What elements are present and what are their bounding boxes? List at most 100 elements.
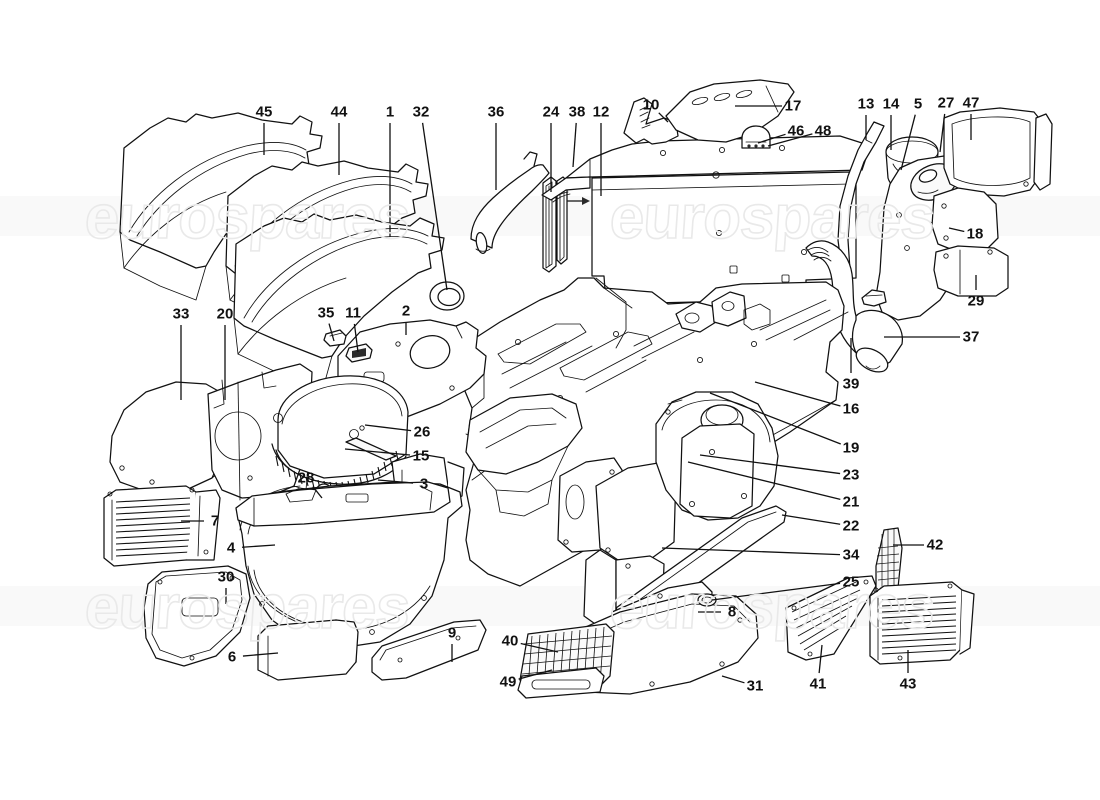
callout-label-49: 49 xyxy=(499,673,517,691)
callout-label-34: 34 xyxy=(842,546,860,564)
part-32-grommet xyxy=(429,281,465,311)
callout-label-40: 40 xyxy=(501,632,519,650)
callout-leader-28 xyxy=(312,486,323,499)
callout-label-26: 26 xyxy=(413,423,431,441)
callout-label-1: 1 xyxy=(385,103,395,121)
part-36-air-duct xyxy=(470,151,550,255)
callout-leader-38 xyxy=(572,122,577,168)
callout-leader-4 xyxy=(241,544,276,548)
part-47-trim-panel xyxy=(943,107,1053,197)
part-21-rear-wheel-tub xyxy=(655,391,779,521)
callout-label-48: 48 xyxy=(814,122,832,140)
callout-label-37: 37 xyxy=(962,328,980,346)
callout-leaders xyxy=(180,105,977,684)
callout-label-10: 10 xyxy=(642,96,660,114)
part-9-floor-mat xyxy=(371,619,487,681)
callout-label-15: 15 xyxy=(412,447,430,465)
watermark: eurospares xyxy=(607,572,938,643)
callout-leader-31 xyxy=(721,675,745,684)
part-7-louvre-panel xyxy=(103,485,221,567)
part-17-insulation-pad xyxy=(665,79,795,143)
callout-leader-32 xyxy=(421,122,448,291)
part-29-trim-panel xyxy=(933,245,1009,297)
callout-leader-25 xyxy=(711,582,841,601)
callout-label-43: 43 xyxy=(899,675,917,693)
callout-label-42: 42 xyxy=(926,536,944,554)
callout-label-24: 24 xyxy=(542,103,560,121)
watermark: eurospares xyxy=(607,182,938,253)
callout-leader-46 xyxy=(757,133,786,144)
callout-label-13: 13 xyxy=(857,95,875,113)
callout-leader-48 xyxy=(767,133,813,147)
part-bulkhead-upper-rail xyxy=(541,135,867,203)
callout-label-9: 9 xyxy=(447,624,457,642)
callout-label-2: 2 xyxy=(401,302,411,320)
part-30-floor-mat xyxy=(143,565,251,667)
assembly-arrow-icon xyxy=(567,197,590,205)
callout-label-8: 8 xyxy=(727,603,737,621)
watermark: eurospares xyxy=(82,572,413,643)
callout-label-23: 23 xyxy=(842,466,860,484)
callout-label-45: 45 xyxy=(255,103,273,121)
part-43-louvre-panel xyxy=(869,581,975,665)
callout-label-29: 29 xyxy=(967,292,985,310)
callout-leader-15 xyxy=(344,448,411,456)
callout-label-6: 6 xyxy=(227,648,237,666)
callout-label-4: 4 xyxy=(226,539,236,557)
callout-leader-21 xyxy=(687,461,841,501)
callout-label-20: 20 xyxy=(216,305,234,323)
callout-label-25: 25 xyxy=(842,573,860,591)
callout-label-19: 19 xyxy=(842,439,860,457)
part-46-48-fasteners xyxy=(741,125,771,149)
callout-label-5: 5 xyxy=(913,95,923,113)
callout-label-3: 3 xyxy=(419,475,429,493)
watermark: eurospares xyxy=(82,182,413,253)
callout-leader-26 xyxy=(364,424,412,432)
callout-leader-10 xyxy=(658,112,669,123)
part-18-side-panel xyxy=(931,187,999,253)
callout-label-33: 33 xyxy=(172,305,190,323)
callout-leader-40 xyxy=(520,642,559,653)
callout-label-46: 46 xyxy=(787,122,805,140)
callout-leader-35 xyxy=(328,323,335,342)
callout-leader-6 xyxy=(242,652,279,657)
callout-label-31: 31 xyxy=(746,677,764,695)
callout-leader-3 xyxy=(377,479,414,484)
part-main-floor-pan xyxy=(461,277,849,587)
callout-leader-16 xyxy=(754,381,841,407)
part-41-louvre-panel xyxy=(785,575,877,661)
callout-leader-18 xyxy=(948,227,965,233)
callout-leader-23 xyxy=(699,454,841,475)
callout-label-41: 41 xyxy=(809,675,827,693)
callout-leader-34 xyxy=(661,547,841,556)
callout-label-38: 38 xyxy=(568,103,586,121)
callout-leader-41 xyxy=(818,644,823,674)
callout-label-7: 7 xyxy=(210,512,220,530)
callout-leader-5 xyxy=(900,114,916,171)
callout-label-21: 21 xyxy=(842,493,860,511)
callout-label-11: 11 xyxy=(345,304,361,322)
part-floor-tunnel xyxy=(465,393,583,517)
callout-leader-22 xyxy=(781,514,841,525)
callout-label-30: 30 xyxy=(217,568,235,586)
callout-label-32: 32 xyxy=(412,103,430,121)
part-45-wheelarch-liner xyxy=(119,112,323,301)
callout-leader-11 xyxy=(353,323,359,353)
callout-label-27: 27 xyxy=(937,94,955,112)
callout-label-28: 28 xyxy=(297,469,315,487)
callout-label-14: 14 xyxy=(882,95,900,113)
part-4-wheel-tub xyxy=(235,481,463,649)
callout-leader-27 xyxy=(939,113,946,153)
callout-label-16: 16 xyxy=(842,400,860,418)
part-20-bulkhead-trim xyxy=(207,363,313,501)
callout-label-12: 12 xyxy=(592,103,610,121)
part-6-sill-panel xyxy=(257,619,359,681)
callout-label-35: 35 xyxy=(317,304,335,322)
callout-label-22: 22 xyxy=(842,517,860,535)
callout-leader-19 xyxy=(709,392,841,445)
callout-label-44: 44 xyxy=(330,103,348,121)
callout-leader-49 xyxy=(518,669,553,680)
callout-label-36: 36 xyxy=(487,103,505,121)
